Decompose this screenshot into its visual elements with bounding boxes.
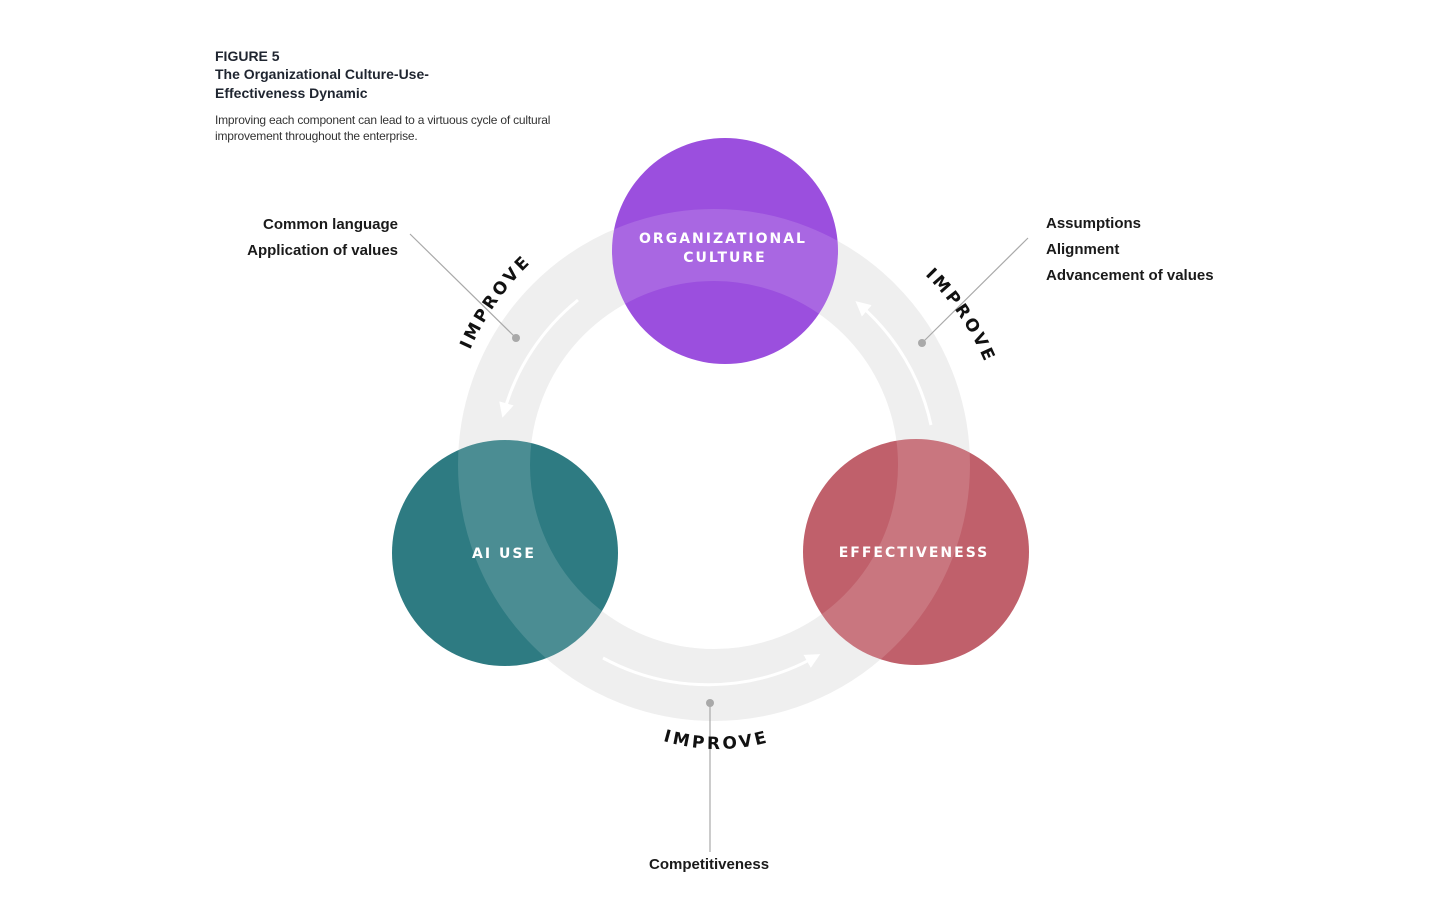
leader-dot-bottom [706, 699, 714, 707]
annotation-right: Assumptions Alignment Advancement of val… [1046, 211, 1214, 289]
annotation-right-item: Alignment [1046, 241, 1120, 258]
leader-dot-right [918, 339, 926, 347]
improve-label-bottom: IMPROVE [662, 726, 772, 754]
cycle-arrow-left [499, 298, 579, 418]
leader-line-left [409, 233, 517, 339]
node-effectiveness [803, 439, 1029, 665]
annotation-bottom-item: Competitiveness [649, 856, 770, 873]
node-ai-use [392, 440, 618, 666]
annotation-left: Common language Application of values [247, 212, 398, 264]
leader-line-right [921, 237, 1029, 344]
annotation-bottom: Competitiveness [649, 852, 769, 878]
annotation-left-item: Common language [262, 216, 398, 233]
figure-subtitle: Improving each component can lead to a v… [215, 113, 551, 143]
cycle-arrow-bottom [602, 654, 821, 687]
annotation-right-item: Assumptions [1046, 215, 1142, 232]
annotation-left-item: Application of values [247, 242, 398, 259]
node-label-culture-line2: CULTURE [683, 250, 767, 266]
node-label-ai-use: AI USE [472, 546, 536, 562]
node-organizational-culture [612, 138, 838, 364]
ring-overlay [458, 209, 970, 666]
annotation-right-item: Advancement of values [1046, 267, 1214, 284]
figure-title: The Organizational Culture-Use-Effective… [215, 66, 429, 101]
figure-label: FIGURE 5 [215, 48, 280, 64]
cycle-arrow-right [855, 301, 933, 426]
figure-header: FIGURE 5 The Organizational Culture-Use-… [215, 48, 575, 144]
node-label-effectiveness: EFFECTIVENESS [839, 545, 990, 561]
node-label-culture-line1: ORGANIZATIONAL [639, 231, 807, 247]
leader-dot-left [512, 334, 520, 342]
